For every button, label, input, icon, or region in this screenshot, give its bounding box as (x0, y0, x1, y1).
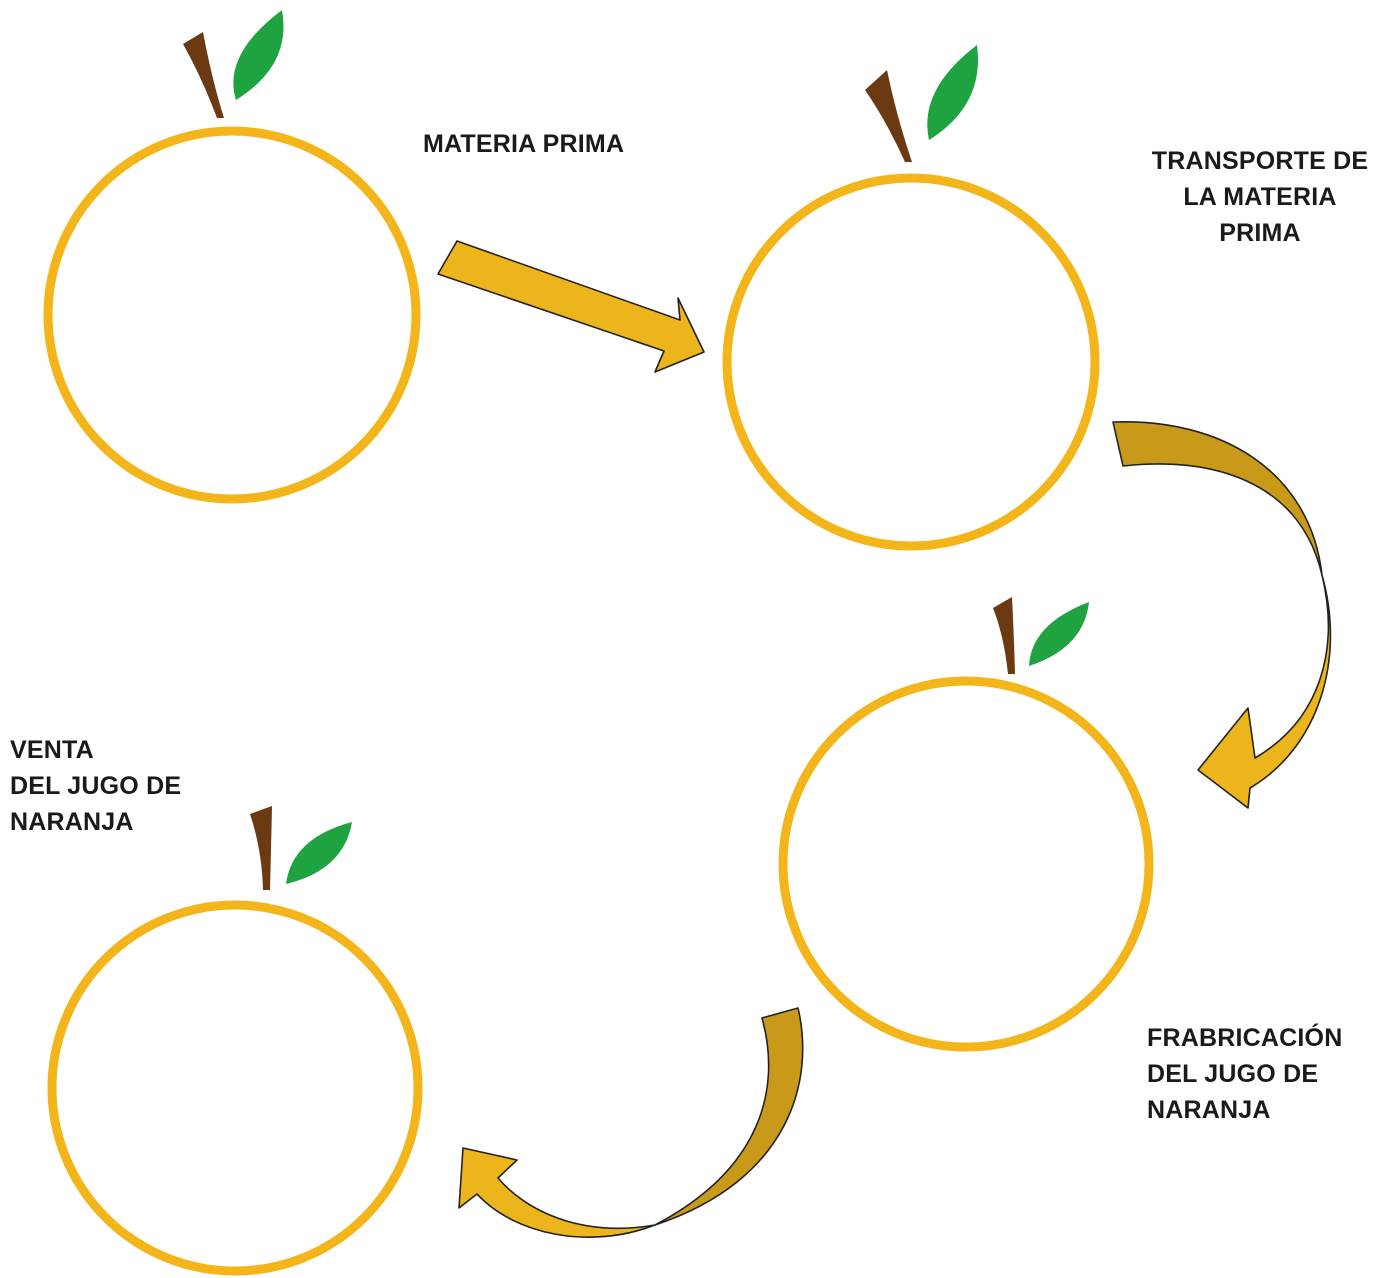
step-label-venta: VENTA DEL JUGO DE NARANJA (10, 732, 181, 840)
arrow-icon (437, 240, 705, 373)
orange-icon (43, 126, 421, 504)
label-line: VENTA (10, 736, 94, 764)
orange-icon (778, 676, 1154, 1052)
label-line: NARANJA (1147, 1096, 1271, 1124)
label-line: DEL JUGO DE (10, 772, 182, 800)
orange-venta (47, 806, 423, 1276)
arrow-icon (458, 1007, 804, 1238)
orange-materia-prima (43, 10, 421, 504)
leaf-icon (1029, 602, 1089, 666)
label-line: DEL JUGO DE (1147, 1060, 1319, 1088)
step-label-materia-prima: MATERIA PRIMA (423, 126, 624, 162)
orange-fabricacion (778, 597, 1154, 1052)
step-label-fabricacion: FRABRICACIÓN DEL JUGO DE NARANJA (1147, 1020, 1342, 1128)
orange-icon (722, 173, 1100, 551)
label-line: PRIMA (1219, 219, 1301, 247)
leaf-icon (286, 822, 352, 884)
stem-icon (865, 70, 912, 162)
label-line: MATERIA PRIMA (423, 130, 625, 158)
leaf-icon (233, 10, 284, 100)
leaf-icon (927, 45, 978, 140)
label-line: NARANJA (10, 808, 134, 836)
stem-icon (250, 806, 272, 890)
stem-icon (993, 597, 1015, 674)
arrow-icon (1112, 421, 1332, 809)
step-label-transporte: TRANSPORTE DE LA MATERIA PRIMA (1115, 143, 1393, 251)
label-line: LA MATERIA (1183, 183, 1337, 211)
orange-transporte (722, 45, 1100, 551)
label-line: TRANSPORTE DE (1151, 147, 1369, 175)
orange-icon (47, 900, 423, 1276)
stem-icon (183, 32, 224, 118)
label-line: FRABRICACIÓN (1147, 1024, 1343, 1052)
